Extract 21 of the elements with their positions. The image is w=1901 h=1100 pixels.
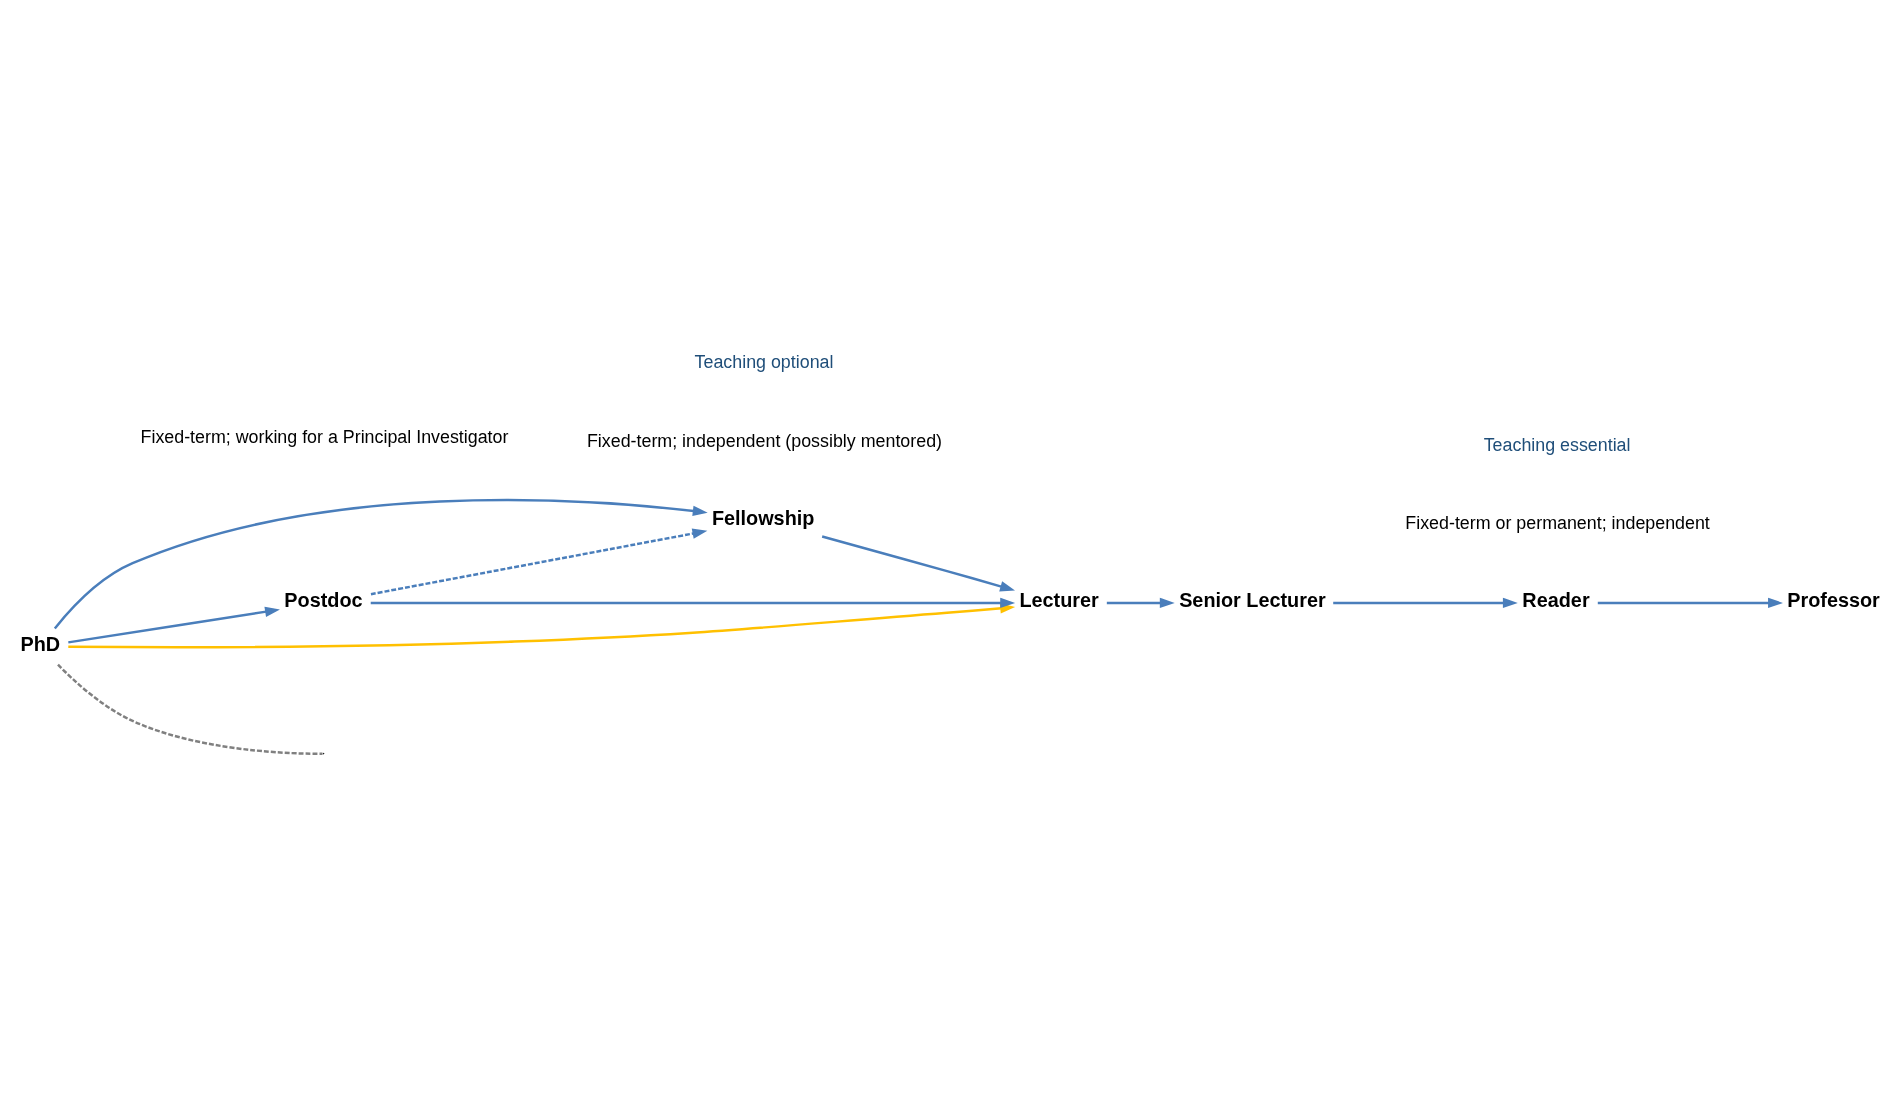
connector <box>57 663 323 755</box>
arrow <box>370 528 708 596</box>
node-text: Lecturer <box>1019 588 1099 611</box>
label: Fixed-term; independent (possibly mentored) <box>586 430 943 451</box>
arrow <box>1597 597 1783 609</box>
node-text: Senior Lecturer <box>1179 588 1326 611</box>
arrow <box>370 597 1016 609</box>
node-text: Postdoc <box>284 588 363 611</box>
label: Fixed-term or permanent; independent <box>1405 512 1710 533</box>
arrow <box>821 535 1015 592</box>
label: Teaching essential <box>1483 434 1631 455</box>
arrow <box>68 606 280 644</box>
label: Teaching optional <box>694 352 834 373</box>
node-text: Professor <box>1787 588 1880 611</box>
node-text: Reader <box>1522 588 1590 611</box>
arrow <box>1106 597 1175 609</box>
arrow <box>1333 597 1518 609</box>
arrow <box>53 498 708 630</box>
node-text: Fellowship <box>711 506 815 529</box>
label: Fixed-term; working for a Principal Investigator <box>140 426 509 447</box>
node-text: PhD <box>20 632 61 655</box>
